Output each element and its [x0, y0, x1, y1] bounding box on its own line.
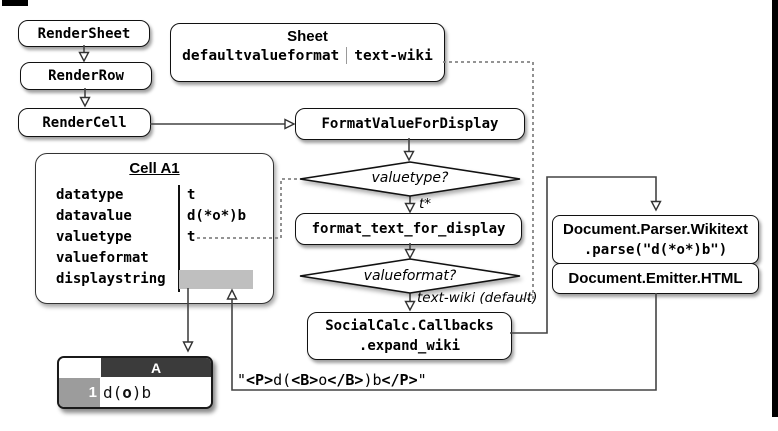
valueformat-result-label: text-wiki (default) — [417, 290, 538, 306]
field-divider — [346, 47, 348, 64]
expand-wiki-line1: SocialCalc.Callbacks — [325, 318, 494, 334]
fvd-label: FormatValueForDisplay — [321, 116, 499, 132]
valueformat-question-label: valueformat? — [363, 268, 457, 284]
field-label: valueformat — [56, 250, 149, 266]
field-label: datavalue — [56, 208, 132, 224]
valuetype-question-label: valuetype? — [371, 170, 449, 186]
cell-display-value: d(o)b — [101, 378, 211, 407]
sheet-field-value: text-wiki — [354, 47, 433, 64]
node-renderrow: RenderRow — [20, 62, 152, 90]
sheet-title: Sheet — [287, 28, 328, 45]
node-parser-wikitext: Document.Parser.Wikitext .parse("d(*o*)b… — [552, 215, 759, 264]
field-label: datatype — [56, 187, 124, 203]
node-renderrow-label: RenderRow — [48, 68, 124, 84]
node-rendercell: RenderCell — [18, 108, 151, 137]
emitted-html-string: "<P>d(<B>o</B>)b</P>" — [237, 371, 427, 389]
cell-a1-box: Cell A1 datatype t datavalue d(*o*)b val… — [35, 153, 274, 304]
field-label: valuetype — [56, 229, 132, 245]
emitter-label: Document.Emitter.HTML — [568, 270, 743, 287]
node-format-value-for-display: FormatValueForDisplay — [295, 108, 525, 140]
parser-line2: .parse("d(*o*)b") — [583, 241, 728, 258]
node-emitter-html: Document.Emitter.HTML — [552, 263, 759, 294]
node-rendersheet-label: RenderSheet — [37, 25, 131, 42]
parser-line1: Document.Parser.Wikitext — [563, 220, 748, 238]
cell-a1-divider — [178, 185, 180, 292]
sheet-field-name: defaultvalueformat — [182, 47, 340, 64]
expand-wiki-line2: .expand_wiki — [358, 338, 461, 354]
field-value: t — [187, 187, 196, 203]
row-header: 1 — [59, 378, 100, 407]
field-label: displaystring — [56, 271, 166, 287]
rendered-spreadsheet: A 1 d(o)b — [57, 356, 213, 409]
column-header: A — [101, 358, 211, 377]
valuetype-result-label: t* — [419, 196, 432, 212]
node-sheet: Sheet defaultvalueformat text-wiki — [170, 23, 445, 82]
displaystring-placeholder — [179, 270, 253, 289]
screen-edge-strip — [772, 0, 778, 417]
spreadsheet-corner — [59, 358, 100, 377]
node-format-text-for-display: format_text_for_display — [295, 213, 522, 245]
node-rendersheet: RenderSheet — [18, 20, 150, 47]
node-rendercell-label: RenderCell — [42, 114, 127, 131]
cell-a1-title: Cell A1 — [129, 160, 180, 177]
ftd-label: format_text_for_display — [311, 221, 506, 237]
node-expand-wiki: SocialCalc.Callbacks .expand_wiki — [307, 312, 512, 360]
sheet-field-line: defaultvalueformat text-wiki — [182, 47, 433, 64]
screen-edge-sliver — [2, 0, 28, 6]
field-value: t — [187, 229, 196, 245]
field-value: d(*o*)b — [187, 208, 247, 224]
